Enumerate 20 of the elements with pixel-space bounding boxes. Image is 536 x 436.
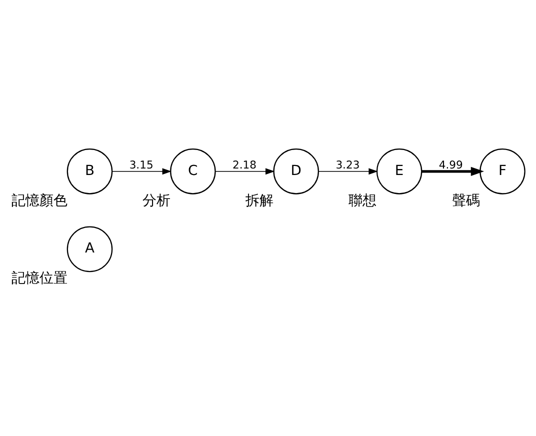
edge-label: 3.23 [336, 158, 360, 172]
node-label: 記憶顏色 [11, 192, 68, 209]
node-circle: F [480, 148, 526, 194]
edge-label: 2.18 [232, 158, 257, 172]
node-label: 聯想 [348, 192, 377, 209]
node-label: 分析 [142, 192, 170, 209]
node-circle: B [66, 148, 113, 194]
node-label: 記憶位置 [11, 270, 68, 287]
edge-label: 4.99 [438, 158, 463, 172]
node-label: 拆解 [246, 192, 274, 209]
node-circle: A [66, 226, 113, 272]
node-label: 聲碼 [452, 192, 480, 209]
arrow [112, 168, 172, 175]
edge-label: 3.15 [129, 158, 154, 172]
node-circle: E [376, 148, 422, 194]
node-circle: D [273, 148, 320, 194]
arrow [422, 166, 484, 176]
arrow [318, 168, 378, 175]
node-circle: C [170, 148, 216, 194]
arrow [215, 168, 275, 175]
